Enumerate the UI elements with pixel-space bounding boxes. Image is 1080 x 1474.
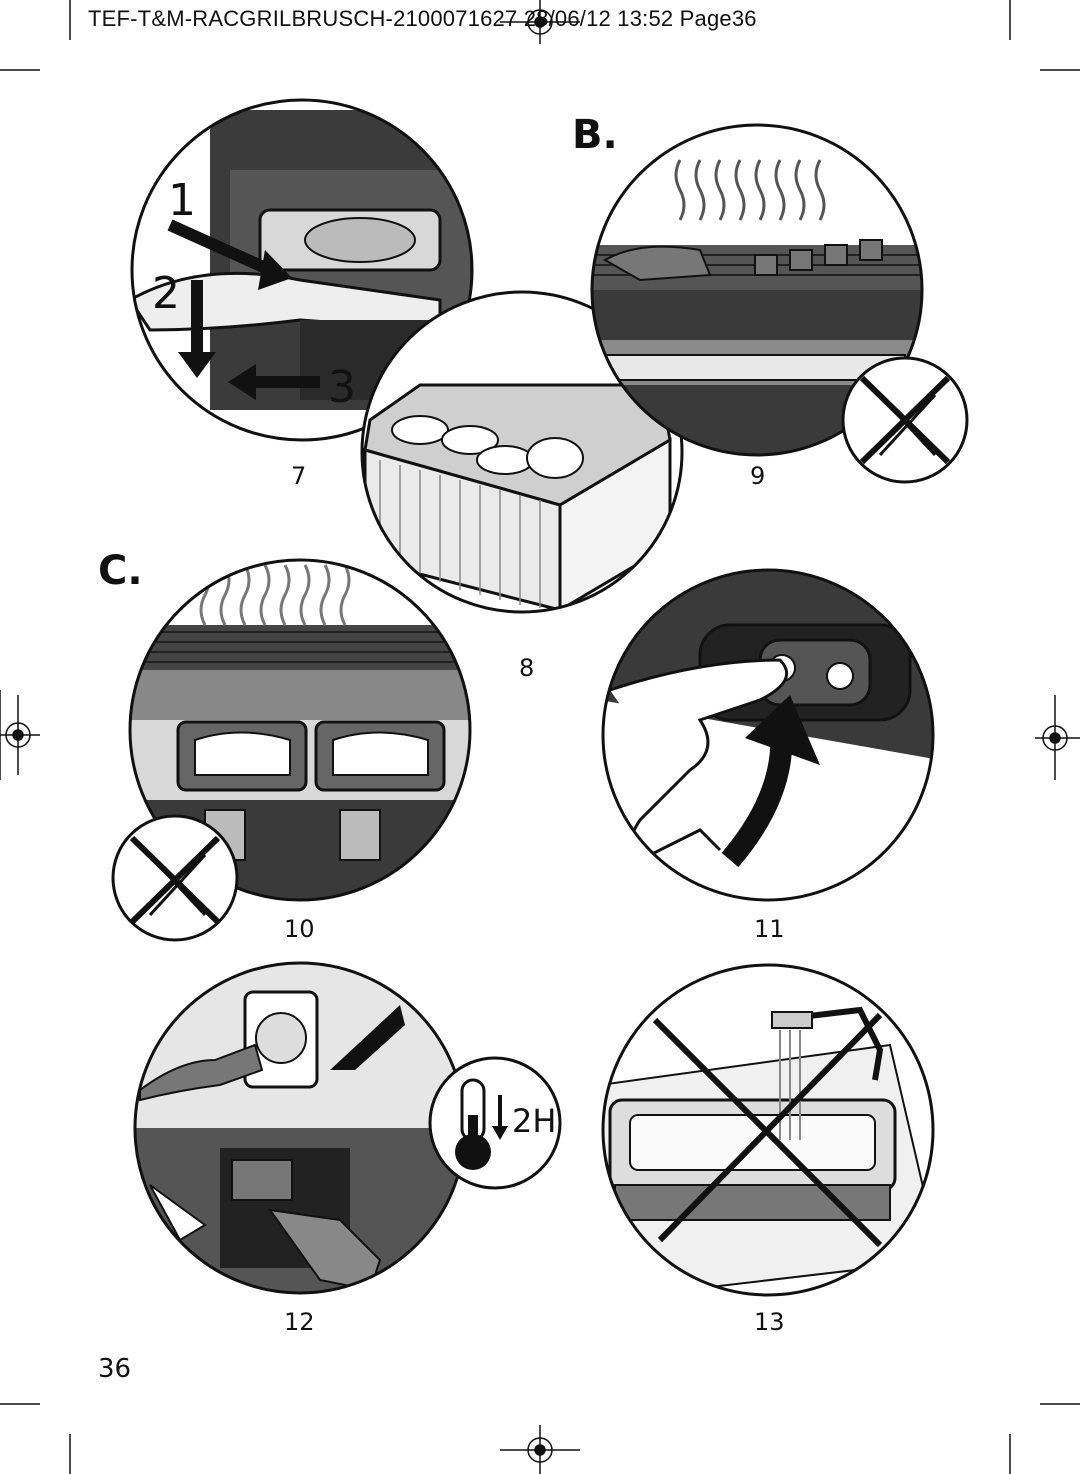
registration-mark-right	[1035, 695, 1080, 780]
print-header: TEF-T&M-RACGRILBRUSCH-2100071627 28/06/1…	[88, 6, 757, 31]
step-number-1: 1	[168, 175, 196, 226]
prohibited-cross-icon	[652, 1012, 883, 1248]
registration-mark-top	[500, 0, 580, 44]
step-number-3: 3	[328, 362, 356, 413]
figure-12-unplug-cooldown	[133, 961, 562, 1295]
registration-mark-left	[0, 695, 40, 775]
figure-10-raclette-pans	[111, 558, 472, 942]
cooldown-duration-label: 2H	[512, 1102, 557, 1140]
no-utensils-icon	[859, 375, 951, 465]
figure-number-9: 9	[750, 462, 766, 490]
figure-13-no-water	[601, 963, 935, 1297]
section-label-c: C.	[98, 548, 143, 594]
figure-number-12: 12	[284, 1308, 315, 1336]
figure-number-7: 7	[291, 462, 307, 490]
thermometer-icon	[455, 1078, 491, 1170]
registration-mark-bottom	[500, 1425, 580, 1474]
figure-number-10: 10	[284, 915, 315, 943]
page-number: 36	[98, 1354, 132, 1384]
down-arrow-icon	[492, 1095, 508, 1140]
figure-11-switch-off	[601, 568, 935, 902]
step-number-2: 2	[152, 268, 180, 319]
figure-8-bread-tray	[360, 290, 684, 614]
no-utensils-icon	[129, 835, 221, 925]
figure-number-13: 13	[754, 1308, 785, 1336]
figure-number-11: 11	[754, 915, 785, 943]
section-label-b: B.	[572, 112, 618, 158]
figure-number-8: 8	[519, 654, 535, 682]
